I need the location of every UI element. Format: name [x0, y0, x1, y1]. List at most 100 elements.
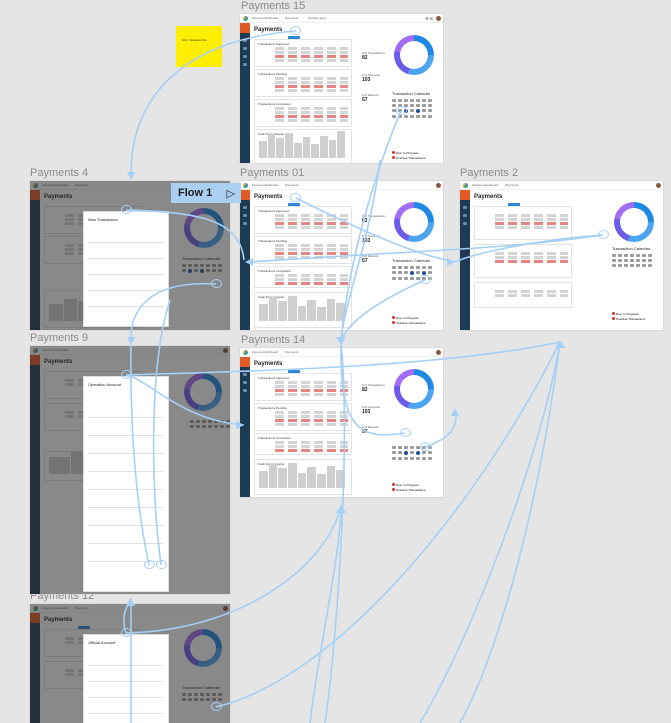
card-cashflow: Cash Flow Analysis — [254, 292, 352, 328]
sidebar-icon[interactable] — [243, 47, 247, 50]
hotspot-marker[interactable] — [598, 230, 609, 239]
sidebar-icon[interactable] — [243, 55, 247, 58]
app-logo-icon — [463, 183, 468, 188]
frame-title-payments-01[interactable]: Payments 01 — [240, 167, 305, 179]
header-icons[interactable]: ⚙✉ — [425, 16, 434, 21]
hotspot-marker[interactable] — [144, 560, 155, 569]
frame-title-payments-2[interactable]: Payments 2 — [460, 167, 519, 179]
avatar[interactable] — [436, 183, 441, 188]
breadcrumb-home[interactable]: Finance Dashboard — [252, 16, 279, 20]
hotspot-marker[interactable] — [211, 279, 222, 288]
sidebar-item-payments[interactable] — [240, 357, 250, 367]
hotspot-marker[interactable] — [290, 193, 301, 202]
hotspot-marker[interactable] — [121, 205, 132, 214]
donut-chart — [614, 202, 654, 242]
legend-item: Due: In Progress — [392, 316, 419, 320]
avatar[interactable] — [436, 350, 441, 355]
hotspot-marker[interactable] — [121, 628, 132, 637]
avatar[interactable] — [656, 183, 661, 188]
hotspot-marker[interactable] — [420, 442, 431, 451]
donut-chart — [184, 373, 222, 411]
sticky-note[interactable]: Note: Transaction flow — [176, 26, 222, 67]
arrowhead — [447, 258, 455, 266]
hotspot-marker[interactable] — [211, 702, 222, 711]
sidebar-icon[interactable] — [243, 39, 247, 42]
breadcrumb-home[interactable]: Finance Dashboard — [42, 348, 69, 352]
sidebar — [30, 355, 40, 594]
breadcrumb-current[interactable]: Payments — [285, 350, 299, 354]
play-icon[interactable]: ▷ — [226, 188, 235, 200]
sidebar-item-payments[interactable] — [30, 613, 40, 623]
breadcrumb-home[interactable]: Finance Dashboard — [42, 606, 69, 610]
app-header: Finance Dashboard Payments — [460, 181, 663, 190]
modal-operation-account[interactable]: Operation Account — [83, 376, 169, 592]
app-header: Finance Dashboard — [30, 346, 230, 355]
section-title: Transactions Approved — [258, 209, 289, 213]
frame-title-payments-4[interactable]: Payments 4 — [30, 167, 89, 179]
frame-title-payments-14[interactable]: Payments 14 — [241, 334, 306, 346]
sidebar-item-payments[interactable] — [240, 190, 250, 200]
card-completed: Transactions Completed — [254, 433, 352, 455]
app-header: Finance Dashboard Payments — [30, 604, 230, 613]
breadcrumb-current[interactable]: Payments — [285, 183, 299, 187]
card-approved — [474, 206, 572, 240]
frame-title-payments-12[interactable]: Payments 12 — [30, 590, 95, 602]
page-title: Payments — [254, 194, 283, 200]
modal-new-transaction[interactable]: New Transaction — [83, 211, 169, 327]
card-completed: Transactions Completed — [254, 99, 352, 127]
sidebar-item-payments[interactable] — [240, 23, 250, 33]
avatar[interactable] — [223, 606, 228, 611]
hotspot-marker[interactable] — [420, 275, 431, 284]
arrowhead — [336, 505, 346, 513]
breadcrumb-current[interactable]: Payments — [75, 606, 89, 610]
sidebar — [240, 357, 250, 497]
hotspot-marker[interactable] — [290, 26, 301, 35]
flow-start-label[interactable]: Flow 1 ▷ — [171, 183, 241, 203]
modal-official-account[interactable]: Official Account — [83, 634, 169, 723]
breadcrumb-home[interactable]: Finance Dashboard — [42, 183, 69, 187]
breadcrumb-home[interactable]: Finance Dashboard — [472, 183, 499, 187]
sidebar-icon[interactable] — [243, 63, 247, 66]
frame-title-payments-15[interactable]: Payments 15 — [241, 0, 306, 12]
frame-payments-9[interactable]: Finance Dashboard Payments Operation Acc… — [30, 346, 230, 594]
tab-bar[interactable] — [78, 618, 104, 631]
breadcrumb-home[interactable]: Finance Dashboard — [252, 183, 279, 187]
hotspot-marker[interactable] — [121, 370, 132, 379]
sidebar-item-payments[interactable] — [30, 190, 40, 200]
avatar[interactable] — [436, 16, 441, 21]
breadcrumb-current[interactable]: Payments — [75, 183, 89, 187]
breadcrumb-home[interactable]: Finance Dashboard — [252, 350, 279, 354]
card-completed: Transactions Completed — [254, 266, 352, 288]
section-title: Transactions Pending — [258, 406, 287, 410]
breadcrumb-extra[interactable]: Pending apps — [308, 16, 327, 20]
page-title: Payments — [44, 194, 73, 200]
tab-bar[interactable] — [508, 195, 534, 208]
card-pending: Transactions Pending — [254, 236, 352, 264]
sidebar-item-payments[interactable] — [460, 190, 470, 200]
hotspot-marker[interactable] — [396, 106, 407, 115]
section-title: Cash Flow Analysis — [258, 295, 285, 299]
arrowhead — [555, 340, 565, 348]
arrowhead — [127, 172, 135, 180]
hotspot-marker[interactable] — [156, 560, 167, 569]
avatar[interactable] — [223, 348, 228, 353]
app-logo-icon — [243, 350, 248, 355]
tab-bar[interactable] — [288, 362, 314, 375]
legend-item: Due: In Progress — [392, 483, 419, 487]
breadcrumb-current[interactable]: Payments — [505, 183, 519, 187]
hotspot-marker[interactable] — [400, 428, 411, 437]
frame-title-payments-9[interactable]: Payments 9 — [30, 332, 89, 344]
breadcrumb-current[interactable]: Payments — [285, 16, 299, 20]
transaction-calendar — [190, 417, 230, 428]
sidebar-item-payments[interactable] — [30, 355, 40, 365]
calendar-title: Transaction Calendar — [392, 258, 431, 263]
frame-payments-15[interactable]: Finance Dashboard Payments Pending apps … — [240, 14, 443, 163]
